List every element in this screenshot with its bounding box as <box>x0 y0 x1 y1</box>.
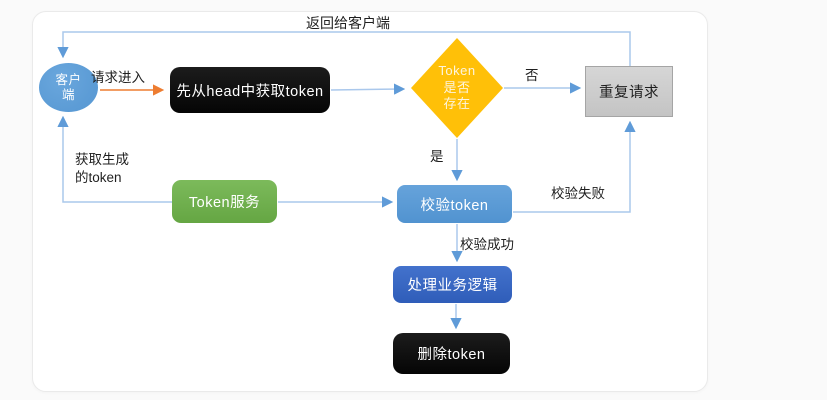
edge-label-yes: 是 <box>430 149 444 164</box>
edge-label-request-in: 请求进入 <box>91 70 145 85</box>
node-token-service: Token服务 <box>172 180 277 223</box>
edge-label-return-to-client: 返回给客户端 <box>306 15 390 31</box>
edge-label-verify-fail: 校验失败 <box>551 186 605 201</box>
node-process-business-logic: 处理业务逻辑 <box>393 266 512 303</box>
node-client: 客户 端 <box>39 63 98 112</box>
node-delete-token: 删除token <box>393 333 510 374</box>
node-repeat-request: 重复请求 <box>585 66 673 117</box>
edge-label-verify-success: 校验成功 <box>460 237 514 252</box>
node-get-token-from-head: 先从head中获取token <box>170 67 330 113</box>
edge-label-fetch-generated-token: 获取生成 的token <box>75 152 129 185</box>
node-verify-token: 校验token <box>397 185 512 223</box>
edge-label-no: 否 <box>525 68 539 83</box>
